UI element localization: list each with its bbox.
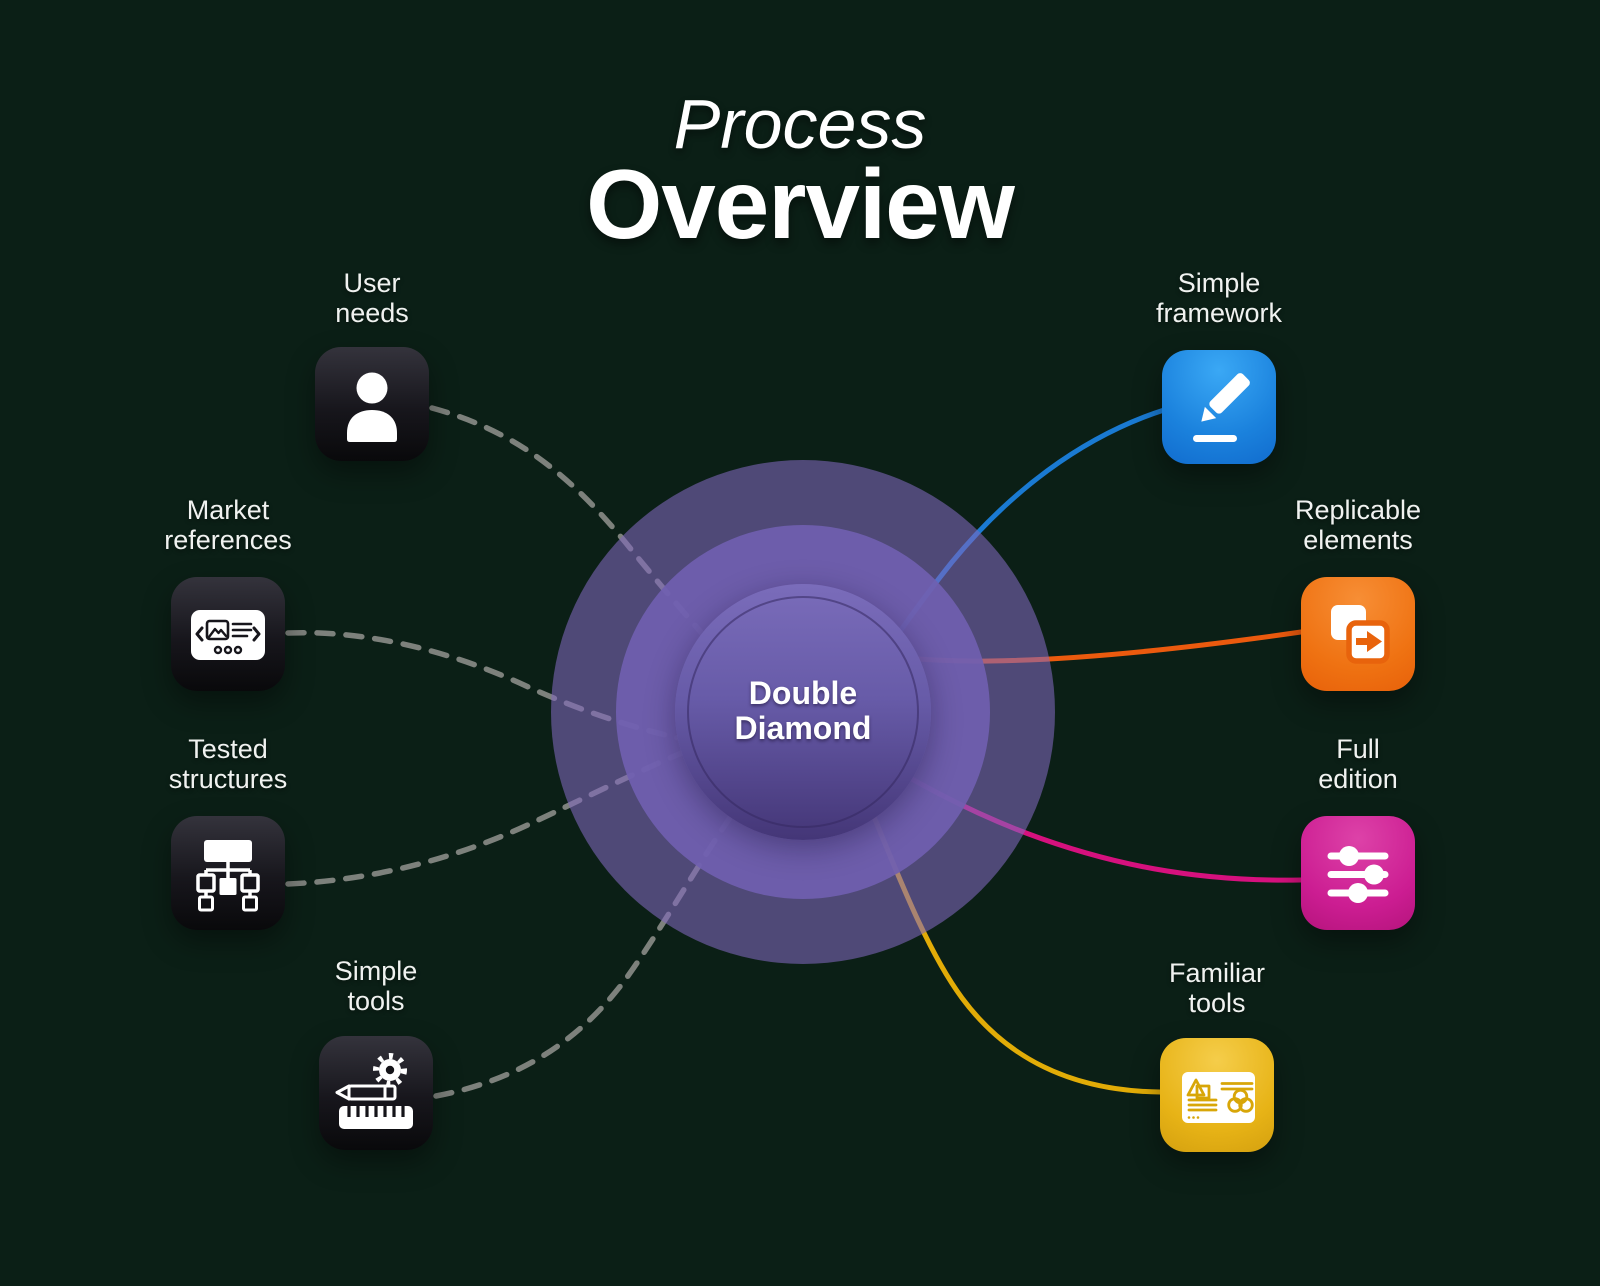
sitemap-icon xyxy=(196,840,260,912)
label-line: framework xyxy=(1155,298,1283,328)
tested-structures-tile xyxy=(171,816,285,930)
center-label-line2: Diamond xyxy=(734,710,872,746)
label-familiar-tools: Familiar tools xyxy=(1067,958,1367,1018)
media-page-icon xyxy=(191,610,265,660)
label-line: Simple xyxy=(334,956,418,986)
design-card-icon xyxy=(1182,1072,1255,1123)
label-line: needs xyxy=(335,298,409,328)
ruler-pencil-gear-icon xyxy=(335,1053,413,1129)
label-line: tools xyxy=(347,986,405,1016)
connector-simple-tools xyxy=(433,797,745,1099)
title-line-overview: Overview xyxy=(586,149,1015,259)
label-line: Tested xyxy=(188,734,268,764)
market-references-tile xyxy=(171,577,285,691)
person-icon xyxy=(347,372,397,442)
duplicate-arrow-icon xyxy=(1331,605,1390,664)
user-needs-tile xyxy=(315,347,429,461)
familiar-tools-tile xyxy=(1160,1038,1274,1152)
center-circle xyxy=(675,584,931,840)
label-line: elements xyxy=(1303,525,1413,555)
label-line: Familiar xyxy=(1168,958,1265,988)
full-edition-tile xyxy=(1301,816,1415,930)
center-label-line1: Double xyxy=(748,675,858,711)
label-tested-structures: Tested structures xyxy=(78,734,378,794)
title-line-process: Process xyxy=(673,85,927,163)
replicable-elements-tile xyxy=(1301,577,1415,691)
label-line: Full xyxy=(1336,734,1380,764)
label-simple-tools: Simple tools xyxy=(226,956,526,1016)
center-label: Double Diamond xyxy=(653,676,953,746)
label-market-references: Market references xyxy=(78,495,378,555)
label-line: tools xyxy=(1188,988,1246,1018)
label-user-needs: User needs xyxy=(222,268,522,328)
simple-tools-tile xyxy=(319,1036,433,1150)
label-line: Simple xyxy=(1177,268,1261,298)
page-title: Process Overview xyxy=(0,85,1600,259)
label-simple-framework: Simple framework xyxy=(1069,268,1369,328)
sliders-icon xyxy=(1327,846,1389,903)
label-line: edition xyxy=(1318,764,1398,794)
label-line: Market xyxy=(186,495,270,525)
label-replicable-elements: Replicable elements xyxy=(1208,495,1508,555)
label-line: structures xyxy=(168,764,288,794)
label-line: User xyxy=(343,268,401,298)
label-full-edition: Full edition xyxy=(1208,734,1508,794)
simple-framework-tile xyxy=(1162,350,1276,464)
label-line: Replicable xyxy=(1294,495,1422,525)
edit-pencil-icon xyxy=(1193,373,1250,442)
label-line: references xyxy=(164,525,292,555)
center-circle-bevel-ring xyxy=(687,596,919,828)
